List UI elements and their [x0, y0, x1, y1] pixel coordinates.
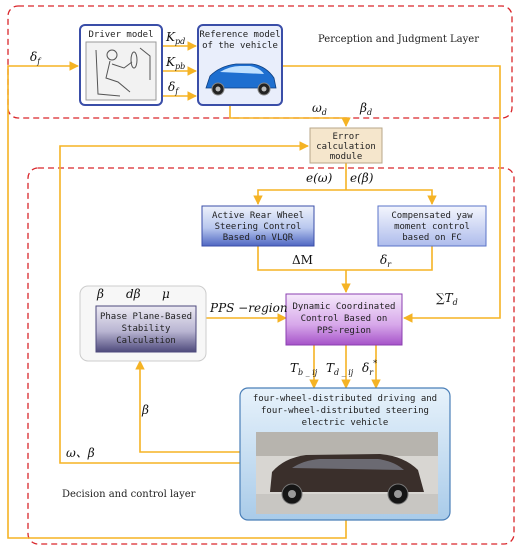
- svg-text:Driver model: Driver model: [88, 30, 153, 40]
- svg-text:δr: δr: [380, 253, 392, 269]
- driver-model-box: Driver model: [79, 24, 163, 106]
- svg-text:δr*: δr*: [362, 359, 377, 377]
- svg-text:four-wheel-distributed driving: four-wheel-distributed driving and: [253, 394, 437, 404]
- omega-d-line: [229, 105, 351, 127]
- svg-text:δf: δf: [30, 50, 42, 66]
- phase-plane-box: Phase Plane-Based Stability Calculation: [95, 305, 197, 353]
- svg-text:Control Based on: Control Based on: [301, 314, 388, 324]
- svg-text:ωd: ωd: [312, 101, 327, 117]
- svg-text:Calculation: Calculation: [116, 336, 176, 346]
- pps-region-label: PPS −region: [209, 301, 288, 315]
- svg-text:Td _ ij: Td _ ij: [326, 361, 354, 377]
- svg-text:Phase Plane-Based: Phase Plane-Based: [100, 312, 192, 322]
- svg-text:Steering Control: Steering Control: [215, 222, 302, 232]
- omega-beta-feedback-label: ω、β: [66, 446, 95, 460]
- vehicle-box: four-wheel-distributed driving and four-…: [239, 387, 451, 521]
- svg-text:Kpb: Kpb: [165, 55, 185, 71]
- svg-text:PPS-region: PPS-region: [317, 326, 371, 336]
- reference-model-box: Reference model of the vehicle: [197, 24, 283, 106]
- omega-d-label: ωd: [312, 101, 327, 117]
- svg-text:Kpd: Kpd: [165, 30, 185, 46]
- svg-text:of the vehicle: of the vehicle: [202, 41, 278, 51]
- delta-f-outer-label: δf: [30, 50, 42, 66]
- delta-f-inner-label: δf: [168, 80, 180, 96]
- svg-text:Based on VLQR: Based on VLQR: [223, 233, 294, 243]
- svg-text:module: module: [330, 152, 363, 162]
- svg-text:Compensated yaw: Compensated yaw: [391, 211, 473, 221]
- svg-text:Active Rear Wheel: Active Rear Wheel: [212, 211, 304, 221]
- omega-beta-feedback-line: [59, 141, 309, 464]
- sum-td-line: [282, 65, 501, 323]
- perception-layer-label: Perception and Judgment Layer: [318, 34, 479, 45]
- svg-text:moment control: moment control: [394, 222, 470, 232]
- kpb-label: Kpb: [165, 55, 185, 71]
- svg-text:∑Td: ∑Td: [436, 291, 458, 307]
- svg-text:δf: δf: [168, 80, 180, 96]
- e-omega-line: [253, 189, 346, 205]
- svg-text:Stability: Stability: [122, 324, 171, 334]
- outer-feedback-line: [7, 61, 347, 539]
- phase-beta-input-label: β: [96, 287, 104, 301]
- svg-text:Error: Error: [332, 132, 360, 142]
- beta-d-label: βd: [359, 101, 372, 117]
- delta-m-label: ΔM: [292, 253, 313, 267]
- vehicle-photo: [256, 432, 438, 514]
- svg-text:four-wheel-distributed steerin: four-wheel-distributed steering: [261, 406, 429, 416]
- driver-seated-illustration: [85, 41, 157, 101]
- tb-ij-label: Tb _ ij: [290, 361, 318, 377]
- compensated-yaw-box: Compensated yaw moment control based on …: [377, 205, 487, 247]
- td-ij-label: Td _ ij: [326, 361, 354, 377]
- decision-layer-label: Decision and control layer: [62, 489, 196, 500]
- beta-feedback-label: β: [141, 403, 149, 417]
- svg-text:βd: βd: [359, 101, 372, 117]
- kpd-label: Kpd: [165, 30, 185, 46]
- svg-text:Reference model: Reference model: [199, 30, 280, 40]
- phase-mu-input-label: μ: [162, 287, 170, 301]
- error-calculation-box: Error calculation module: [309, 127, 383, 164]
- e-beta-line: [346, 189, 437, 205]
- svg-text:based on FC: based on FC: [402, 233, 462, 243]
- beta-feedback-line: [135, 360, 240, 453]
- svg-text:Tb _ ij: Tb _ ij: [290, 361, 318, 377]
- active-rear-steering-box: Active Rear Wheel Steering Control Based…: [201, 205, 315, 247]
- delta-r-label: δr: [380, 253, 392, 269]
- phase-dbeta-input-label: dβ: [126, 287, 141, 301]
- svg-text:Dynamic Coordinated: Dynamic Coordinated: [293, 302, 396, 312]
- delta-r-star-label: δr*: [362, 359, 377, 377]
- sum-td-label: ∑Td: [436, 291, 458, 307]
- dynamic-coordinated-box: Dynamic Coordinated Control Based on PPS…: [285, 293, 403, 346]
- blue-car-illustration: [205, 63, 277, 96]
- e-beta-label: e(β): [350, 171, 374, 185]
- delta-m-line: [257, 246, 433, 271]
- decision-layer-border: [27, 167, 515, 545]
- perception-layer-border: [7, 5, 513, 119]
- svg-text:electric vehicle: electric vehicle: [302, 418, 389, 428]
- e-omega-label: e(ω): [306, 171, 333, 185]
- svg-text:calculation: calculation: [316, 142, 376, 152]
